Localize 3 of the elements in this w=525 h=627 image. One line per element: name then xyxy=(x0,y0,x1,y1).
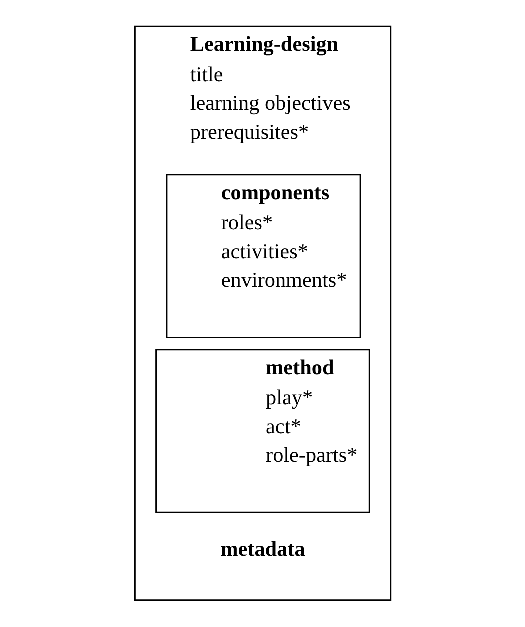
node-box: method play* act* role-parts* xyxy=(155,349,370,514)
node-box: components roles* activities* environments* xyxy=(166,174,361,338)
label: metadata xyxy=(220,537,305,562)
